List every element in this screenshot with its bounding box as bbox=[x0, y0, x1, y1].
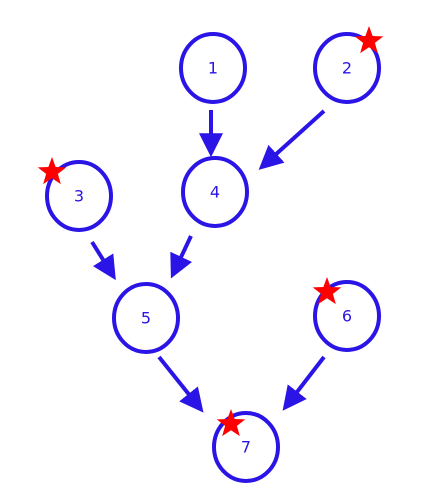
node-1: 1 bbox=[179, 32, 247, 104]
node-2-label: 2 bbox=[342, 59, 352, 78]
node-2-star-icon bbox=[354, 26, 384, 54]
node-3: 3 bbox=[45, 160, 113, 232]
stars-layer bbox=[37, 26, 384, 437]
node-6-label: 6 bbox=[342, 307, 352, 326]
edge-3-to-5 bbox=[90, 240, 116, 281]
node-5-label: 5 bbox=[141, 309, 151, 328]
node-1-label: 1 bbox=[208, 59, 218, 78]
node-4-circle bbox=[181, 156, 249, 228]
node-4: 4 bbox=[181, 156, 249, 228]
node-5: 5 bbox=[112, 282, 180, 354]
node-3-circle bbox=[45, 160, 113, 232]
edge-6-to-7 bbox=[282, 355, 326, 411]
node-3-star-icon bbox=[37, 157, 67, 185]
edge-2-to-4 bbox=[258, 109, 326, 170]
edges-layer bbox=[90, 109, 326, 413]
edge-4-to-5 bbox=[170, 235, 193, 279]
node-3-label: 3 bbox=[74, 187, 84, 206]
node-7-label: 7 bbox=[241, 438, 251, 457]
node-7-star-icon bbox=[216, 409, 246, 437]
node-5-circle bbox=[112, 282, 180, 354]
node-4-label: 4 bbox=[210, 183, 220, 202]
node-1-circle bbox=[179, 32, 247, 104]
nodes-layer: 1 2 3 4 5 6 7 bbox=[45, 32, 381, 483]
edge-5-to-7 bbox=[157, 355, 204, 413]
node-6-star-icon bbox=[312, 277, 342, 305]
